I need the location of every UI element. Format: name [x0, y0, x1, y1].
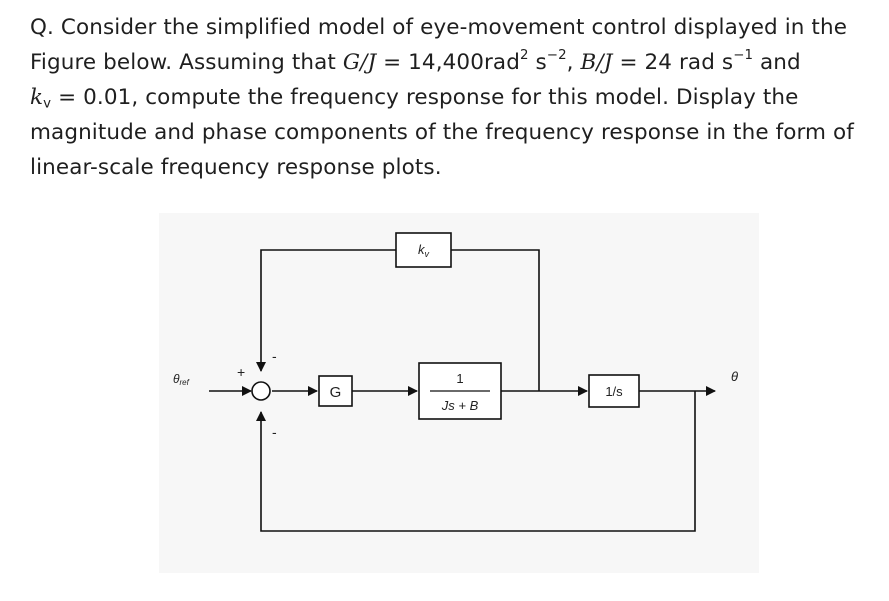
gj-exp-1: 2 [519, 48, 529, 64]
minus-sign-bottom: - [272, 424, 277, 440]
question-line-2: Figure below. Assuming that G/J = 14,400… [30, 45, 860, 80]
plant-numerator: 1 [456, 371, 463, 386]
plus-sign: + [237, 364, 245, 380]
kv-var: k [30, 85, 44, 110]
kv-block-label: kv [418, 242, 430, 259]
signal-wires [209, 249, 716, 532]
gj-ratio: G/J [342, 50, 377, 75]
question-line-3: kv = 0.01, compute the frequency respons… [30, 80, 860, 115]
and-word: and [759, 50, 801, 75]
block-diagram-svg: kv G 1 Js + B 1/s θref θ + - - [159, 213, 759, 573]
integrator-block [588, 374, 640, 408]
bj-exp: −1 [733, 48, 754, 64]
g-block [318, 375, 353, 407]
input-label: θref [173, 372, 190, 387]
gj-unit-s: s [535, 50, 547, 75]
question-line2-text: Figure below. Assuming that [30, 50, 336, 75]
summing-junction [251, 381, 271, 401]
kv-sub: v [43, 96, 52, 112]
gj-value: = 14,400rad [383, 50, 520, 75]
comma: , [566, 50, 574, 75]
question-line1-text: Consider the simplified model of eye-mov… [60, 15, 848, 40]
question-line-1: Q. Consider the simplified model of eye-… [30, 10, 860, 45]
g-block-label: G [330, 384, 342, 401]
kv-block [395, 232, 452, 268]
integrator-label: 1/s [605, 384, 623, 399]
kv-value: = 0.01, compute the frequency response f… [58, 85, 799, 110]
kv-feedback-out [256, 249, 396, 372]
bj-ratio: B/J [580, 50, 613, 75]
plant-denominator: Js + B [441, 398, 479, 413]
question-text: Q. Consider the simplified model of eye-… [30, 10, 860, 185]
gj-exp-2: −2 [546, 48, 567, 64]
question-line-4: magnitude and phase components of the fr… [30, 120, 854, 145]
position-feedback [256, 391, 696, 532]
output-label: θ [731, 369, 738, 384]
minus-sign-top: - [272, 348, 277, 364]
block-diagram: kv G 1 Js + B 1/s θref θ + - - [159, 213, 759, 577]
bj-value: = 24 rad s [619, 50, 734, 75]
kv-feedback-in [451, 249, 540, 391]
question-prefix: Q. [30, 15, 54, 40]
question-line-5: linear-scale frequency response plots. [30, 155, 442, 180]
